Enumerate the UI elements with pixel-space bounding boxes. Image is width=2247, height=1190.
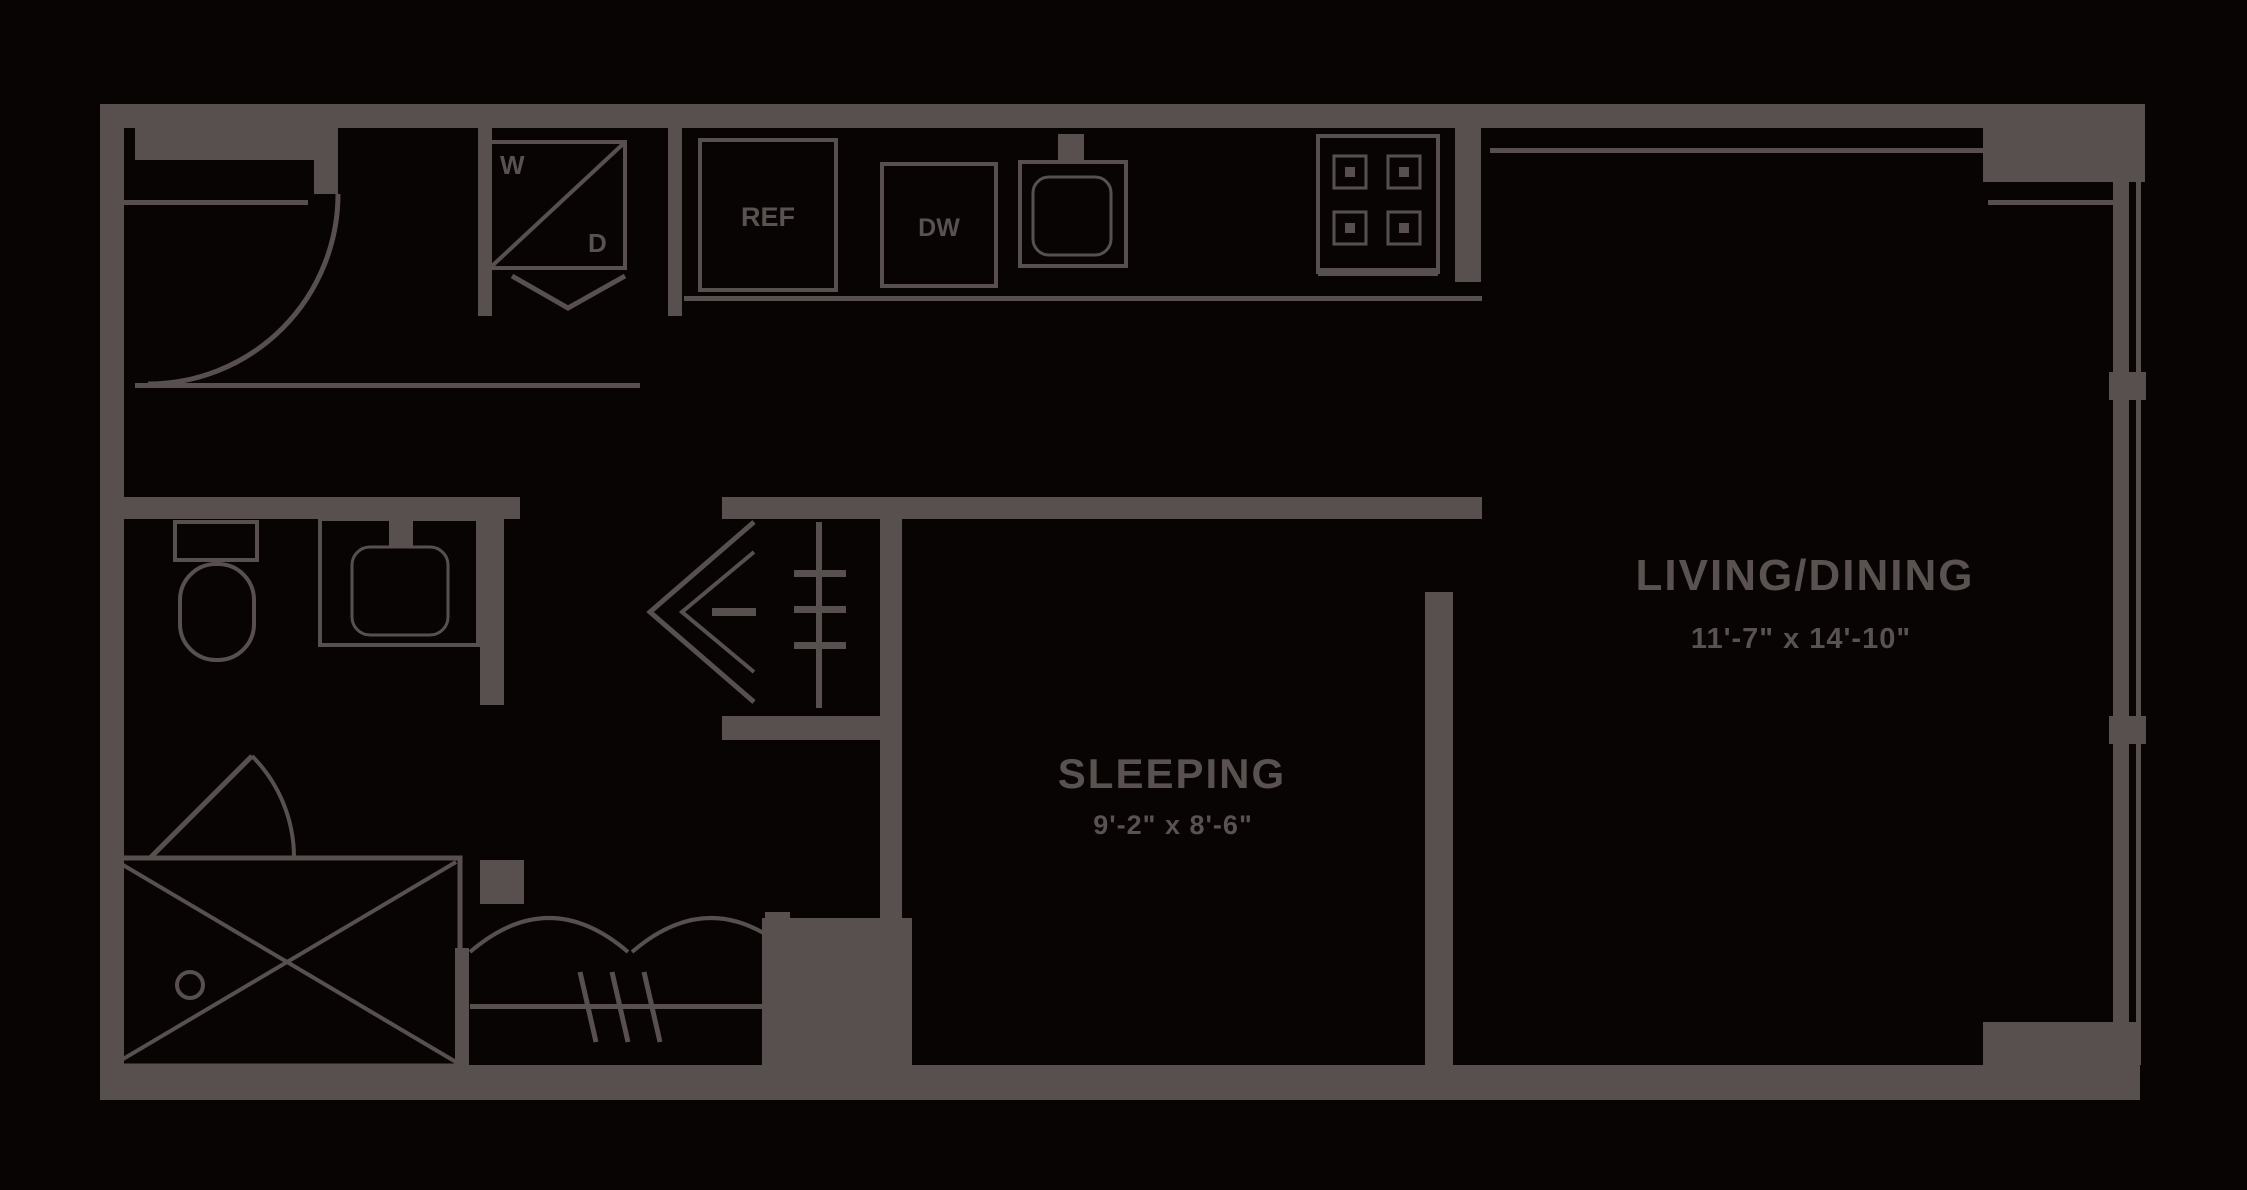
linen-closet xyxy=(455,912,792,1066)
shower-diagonal-2 xyxy=(116,860,458,1064)
vanity-counter xyxy=(318,517,480,647)
living-dining-label: LIVING/DINING xyxy=(1636,551,1975,600)
floor-break-line xyxy=(135,383,640,388)
bathroom-door-arc xyxy=(250,754,297,859)
vanity-bowl xyxy=(350,545,450,637)
kitchen: W D REF DW xyxy=(478,128,1482,316)
bathroom-wall-top xyxy=(124,497,520,519)
bedroom-closet xyxy=(646,497,1482,1068)
bathroom-door-swing-icon xyxy=(148,754,297,860)
refrigerator: REF xyxy=(698,138,838,292)
entry-wall-stub-horizontal xyxy=(135,128,338,160)
burner-mark-4 xyxy=(1399,223,1409,233)
washer-label: W xyxy=(500,150,525,180)
burner-top-right xyxy=(1386,154,1422,190)
wall-sleeping-living-divider xyxy=(1425,592,1453,1068)
burner-mark-2 xyxy=(1399,167,1409,177)
kitchen-wall-stub-mid xyxy=(668,128,682,316)
bathroom-door-leaf xyxy=(148,754,254,860)
bathroom xyxy=(111,497,524,1069)
toilet-icon xyxy=(173,520,259,662)
exterior-walls xyxy=(100,104,2146,1100)
linen-closet-wall-left xyxy=(455,948,469,1066)
entry-wall-stub-vertical xyxy=(314,160,338,194)
entry-threshold-line xyxy=(112,200,308,205)
living-dining-dimensions: 11'-7" x 14'-10" xyxy=(1691,623,1911,655)
closet-rod-vertical xyxy=(816,522,822,708)
burner-mark-3 xyxy=(1345,223,1355,233)
bifold-door-icon xyxy=(510,273,627,311)
dryer-label: D xyxy=(588,228,607,258)
wall-top xyxy=(100,104,2145,128)
burner-mark-1 xyxy=(1345,167,1355,177)
closet-wall-lower xyxy=(880,740,902,918)
hanger-tick-3 xyxy=(641,971,663,1043)
vanity-sink-icon xyxy=(318,517,480,647)
washer-dryer-diagonal xyxy=(490,142,625,268)
entry xyxy=(112,128,640,388)
refrigerator-label: REF xyxy=(741,202,795,232)
sink-faucet xyxy=(1058,134,1084,162)
hanger-tick-1 xyxy=(577,971,599,1043)
closet-wall-bottom xyxy=(722,716,902,740)
window-glass-line-right xyxy=(2136,182,2141,1065)
stove-front-edge xyxy=(1318,268,1438,276)
closet-bifold-chevron-outer xyxy=(646,520,756,704)
closet-wall-right xyxy=(880,519,902,740)
shower-icon xyxy=(111,855,463,1069)
burner-top-left xyxy=(1332,154,1368,190)
kitchen-wall-stub-right xyxy=(1455,128,1481,282)
toilet-tank xyxy=(173,520,259,562)
window-glass-line-top xyxy=(1490,148,1983,153)
bathroom-wall-right xyxy=(480,519,504,705)
stove-icon xyxy=(1316,134,1440,276)
bathroom-wall-corner xyxy=(480,860,524,904)
wall-right-frame xyxy=(2113,182,2129,1065)
room-labels: LIVING/DINING 11'-7" x 14'-10" SLEEPING … xyxy=(1058,551,1975,840)
plumbing-chase-block xyxy=(762,918,912,1068)
burner-bottom-left xyxy=(1332,210,1368,246)
washer-dryer-unit: W D xyxy=(488,140,627,311)
entry-door-swing-icon xyxy=(147,193,341,387)
wall-bottom xyxy=(100,1065,2140,1100)
dishwasher-label: DW xyxy=(918,214,960,242)
linen-closet-door-arc-left xyxy=(468,916,630,954)
closet-bifold-chevron-inner xyxy=(678,550,756,674)
column-top-right xyxy=(1983,104,2145,182)
dishwasher-box xyxy=(880,162,998,288)
toilet-bowl xyxy=(178,562,256,662)
hanger-tick-2 xyxy=(609,971,631,1043)
refrigerator-box xyxy=(698,138,838,292)
sleeping-dimensions: 9'-2" x 8'-6" xyxy=(1093,810,1253,840)
shower-drain xyxy=(175,970,205,1000)
sink-bowl xyxy=(1031,175,1113,257)
vanity-faucet xyxy=(389,521,413,547)
burner-bottom-right xyxy=(1386,210,1422,246)
washer-dryer-box xyxy=(488,140,627,270)
sleeping-label: SLEEPING xyxy=(1058,750,1286,797)
window-mullion-upper xyxy=(2109,372,2146,400)
closet-hanger-tick-2 xyxy=(794,606,846,613)
counter-edge-line xyxy=(684,296,1482,301)
closet-hanger-tick-3 xyxy=(794,642,846,649)
kitchen-sink-icon xyxy=(1018,134,1128,268)
dishwasher: DW xyxy=(880,162,998,288)
closet-shelf-tick xyxy=(712,608,756,616)
sleeping-wall-top xyxy=(722,497,1482,519)
window-sill-line-column xyxy=(1988,200,2113,205)
closet-hanger-tick-1 xyxy=(794,570,846,577)
window-mullion-lower xyxy=(2109,716,2146,744)
